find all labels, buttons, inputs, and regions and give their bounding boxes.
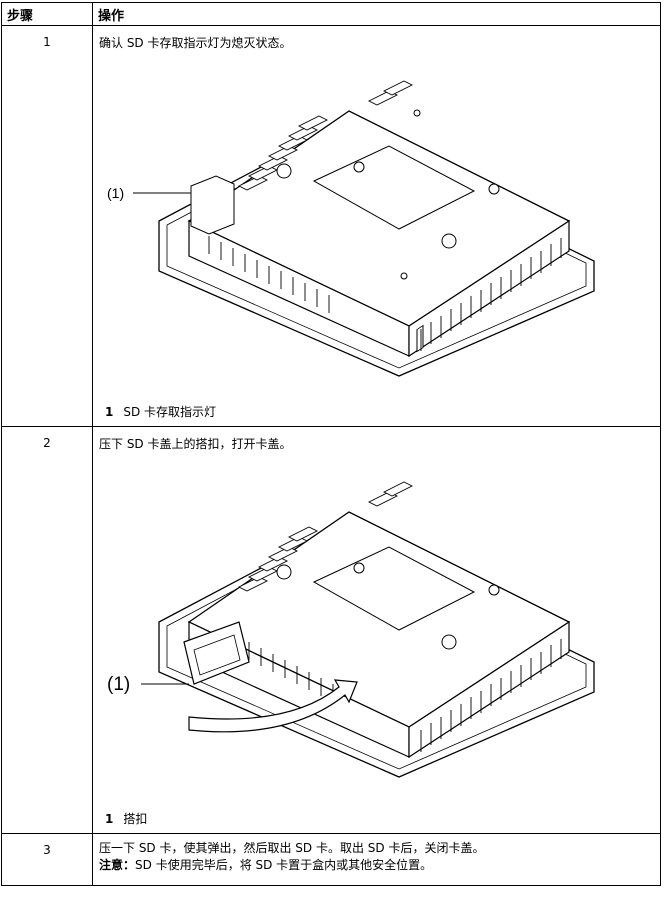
legend-text: 搭扣 <box>123 812 148 826</box>
step-number: 3 <box>1 833 93 886</box>
device-illustration: (1) <box>107 80 595 377</box>
step-text: 压一下 SD 卡，使其弹出，然后取出 SD 卡。取出 SD 卡后，关闭卡盖。 <box>99 841 485 855</box>
note-text: SD 卡使用完毕后，将 SD 卡置于盒内或其他安全位置。 <box>135 858 433 872</box>
table-row: 1 确认 SD 卡存取指示灯为熄灭状态。 <box>1 25 661 427</box>
step-text: 压下 SD 卡盖上的搭扣，打开卡盖。 <box>99 437 292 451</box>
legend-number: 1 <box>105 812 114 826</box>
legend-number: 1 <box>105 405 114 419</box>
table-row: 3 压一下 SD 卡，使其弹出，然后取出 SD 卡。取出 SD 卡后，关闭卡盖。… <box>1 833 661 886</box>
device-illustration-open-cover: (1) <box>107 481 595 778</box>
legend: 1 搭扣 <box>105 810 147 827</box>
header-step: 步骤 <box>1 2 93 26</box>
callout-label: (1) <box>107 674 130 695</box>
legend-text: SD 卡存取指示灯 <box>123 405 217 419</box>
header-row: 步骤 操作 <box>1 2 661 26</box>
step-number: 1 <box>1 25 93 427</box>
table-row: 2 压下 SD 卡盖上的搭扣，打开卡盖。 <box>1 426 661 834</box>
step-number: 2 <box>1 426 93 834</box>
procedure-table: 步骤 操作 1 确认 SD 卡存取指示灯为熄灭状态。 <box>1 2 661 886</box>
step-content: 压一下 SD 卡，使其弹出，然后取出 SD 卡。取出 SD 卡后，关闭卡盖。 注… <box>92 833 661 886</box>
step-text: 确认 SD 卡存取指示灯为熄灭状态。 <box>99 36 292 50</box>
step-content: 确认 SD 卡存取指示灯为熄灭状态。 <box>92 25 661 427</box>
note-label: 注意： <box>99 858 136 872</box>
step-content: 压下 SD 卡盖上的搭扣，打开卡盖。 <box>92 426 661 834</box>
header-operation: 操作 <box>92 2 661 26</box>
legend: 1 SD 卡存取指示灯 <box>105 403 216 420</box>
callout-label: (1) <box>107 185 124 201</box>
